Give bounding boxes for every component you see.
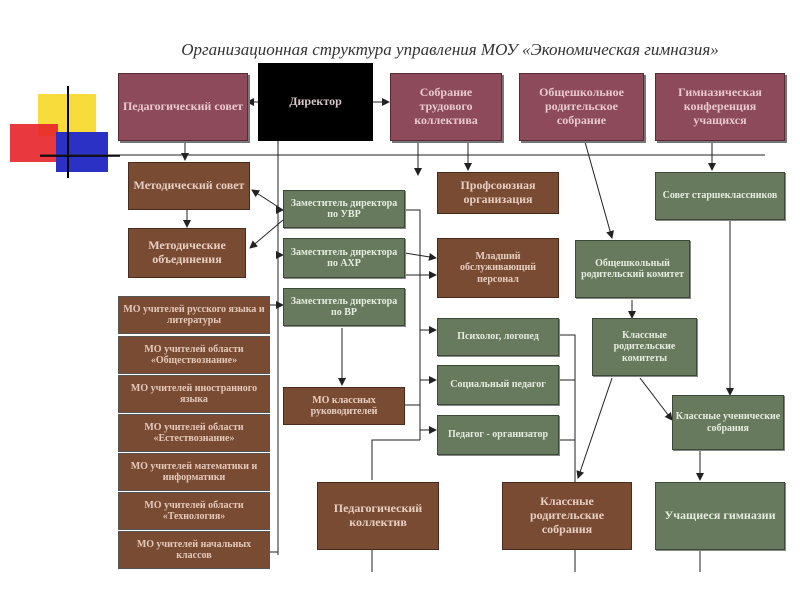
senior-council-box: Совет старшеклассников <box>655 172 785 220</box>
page-title: Организационная структура управления МОУ… <box>181 40 719 59</box>
mo-list-item: МО учителей математики и информатики <box>118 453 270 491</box>
deputy-uvr-box: Заместитель директора по УВР <box>283 190 405 228</box>
logo-decoration <box>10 86 120 178</box>
students-box: Учащиеся гимназии <box>655 482 785 550</box>
ped-council-box: Педагогический совет <box>118 73 248 141</box>
mo-list-item: МО учителей начальных классов <box>118 531 270 569</box>
deputy-ahr-box: Заместитель директора по АХР <box>283 238 405 278</box>
school-parent-committee-box: Общешкольный родительский комитет <box>575 240 690 298</box>
method-council-box: Методический совет <box>128 162 250 210</box>
method-associations-box: Методические объединения <box>128 228 246 278</box>
ped-collective-box: Педагогический коллектив <box>317 482 439 550</box>
pedagogue-organizer-box: Педагог - организатор <box>437 415 559 455</box>
social-pedagogue-box: Социальный педагог <box>437 365 559 405</box>
class-parent-committees-box: Классные родительские комитеты <box>592 318 697 376</box>
trade-union-box: Профсоюзная организация <box>437 172 559 214</box>
school-parent-meeting-box: Общешкольное родительское собрание <box>519 73 644 141</box>
labor-meeting-box: Собрание трудового коллектива <box>390 73 502 141</box>
gym-conference-box: Гимназическая конференция учащихся <box>655 73 785 141</box>
mo-list-item: МО учителей области «Технология» <box>118 492 270 530</box>
director-box: Директор <box>258 63 373 141</box>
mo-list-item: МО учителей области «Обществознание» <box>118 336 270 374</box>
mo-list-item: МО учителей русского языка и литературы <box>118 296 270 334</box>
mo-list-item: МО учителей области «Естествознание» <box>118 414 270 452</box>
class-parent-meetings-box: Классные родительские собрания <box>502 482 632 550</box>
junior-staff-box: Младший обслуживающий персонал <box>437 238 559 298</box>
class-student-meetings-box: Классные ученические собрания <box>672 395 784 450</box>
psychologist-box: Психолог, логопед <box>437 318 559 356</box>
mo-class-teachers-box: МО классных руководителей <box>283 387 405 425</box>
mo-list-item: МО учителей иностранного языка <box>118 375 270 413</box>
deputy-vr-box: Заместитель директора по ВР <box>283 288 405 326</box>
